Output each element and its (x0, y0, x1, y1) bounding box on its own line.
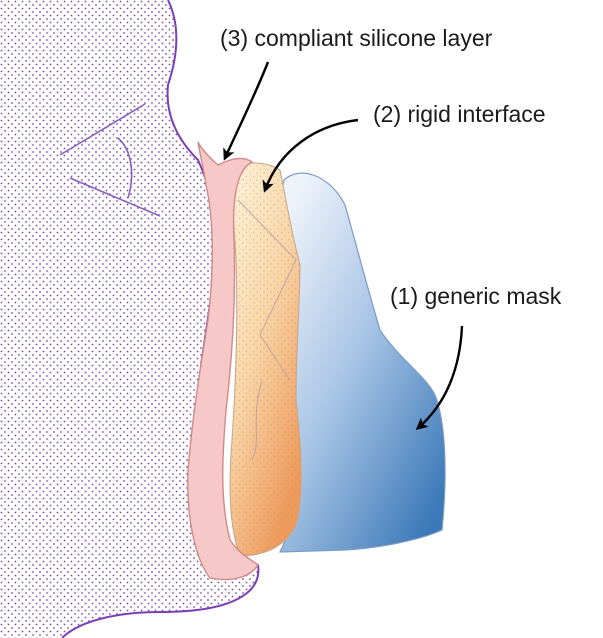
label-generic-mask: (1) generic mask (390, 283, 562, 309)
label-rigid-interface: (2) rigid interface (373, 101, 546, 127)
rigid-interface-icon (230, 163, 301, 556)
arrow-silicone (225, 62, 268, 158)
label-silicone-layer: (3) compliant silicone layer (220, 25, 493, 51)
generic-mask-icon (280, 173, 445, 552)
